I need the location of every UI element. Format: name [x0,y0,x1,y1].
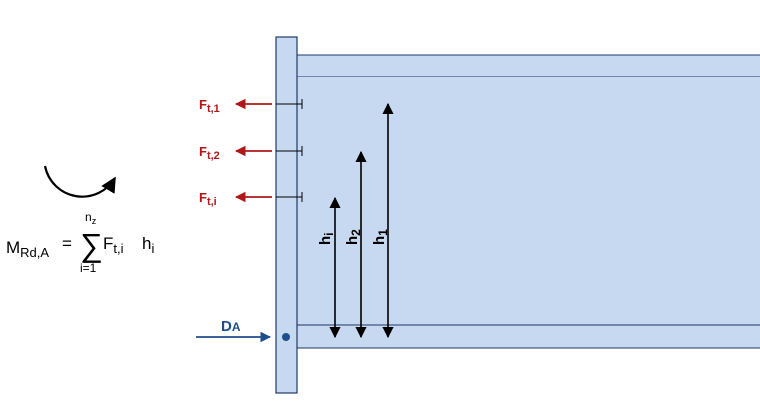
lever-label-i: hi [317,232,336,245]
lever-label-2: h2 [344,229,363,245]
moment-formula: MRd,A = ∑ nz i=1 Ft,i hi [6,210,154,275]
force-label-1: Ft,1 [199,97,220,115]
end-plate [275,36,298,394]
formula-sum-symbol: ∑ [80,227,103,263]
compression-point [282,333,290,341]
beam-top-flange [296,54,760,78]
formula-term-h: hi [142,234,154,256]
lever-label-1: h1 [371,229,390,245]
formula-upper-limit: nz [85,210,97,226]
formula-term-f: Ft,i [103,234,124,256]
formula-lhs: MRd,A [6,238,49,260]
bolt-row-2 [276,146,303,156]
moment-arc-icon [43,165,116,198]
bolt-row-i [276,192,303,202]
compression-label: DA [221,318,241,335]
beam-web [297,77,760,325]
beam-bottom-flange [296,324,760,349]
formula-equals: = [62,234,72,253]
bolt-row-1 [276,99,303,109]
formula-lower-limit: i=1 [80,261,97,275]
force-label-i: Ft,i [199,190,217,208]
force-label-2: Ft,2 [199,144,220,162]
